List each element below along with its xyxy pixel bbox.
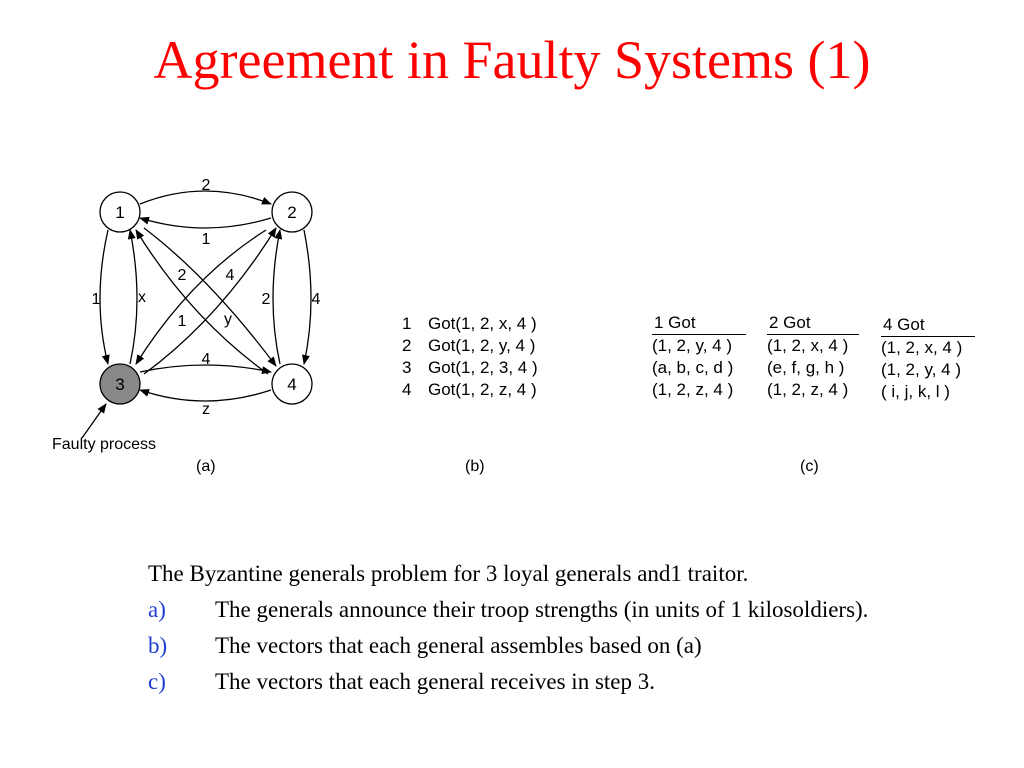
edge-1-to-4	[143, 227, 277, 367]
caption-c: (c)	[800, 458, 819, 475]
faulty-process-label: Faulty process	[52, 436, 157, 453]
edge-label-cross-4: 4	[226, 267, 235, 284]
edge-label-bottom-4: 4	[202, 351, 211, 368]
column-cell: (1, 2, x, 4 )	[881, 338, 963, 357]
list-marker: c)	[148, 669, 166, 694]
node-1-label: 1	[115, 203, 124, 222]
list-item: c) The vectors that each general receive…	[148, 668, 908, 696]
column-cell: (1, 2, z, 4 )	[652, 380, 734, 399]
edge-4-to-1	[135, 229, 269, 375]
description-lead: The Byzantine generals problem for 3 loy…	[148, 561, 749, 586]
column-cell: (1, 2, z, 4 )	[767, 380, 849, 399]
column-header: 1 Got	[652, 312, 746, 335]
caption-b: (b)	[465, 458, 485, 475]
edge-4-to-3	[139, 389, 272, 402]
row-vector: Got(1, 2, x, 4 )	[428, 314, 537, 333]
column-header: 2 Got	[767, 312, 859, 335]
row-vector: Got(1, 2, z, 4 )	[428, 380, 537, 399]
row-id: 1	[402, 314, 412, 333]
list-marker: b)	[148, 633, 168, 658]
table-c-column-2: 2 Got (1, 2, x, 4 ) (e, f, g, h ) (1, 2,…	[767, 312, 859, 401]
column-cell: (a, b, c, d )	[652, 358, 734, 377]
edge-label-left-1: 1	[92, 291, 101, 308]
list-marker: a)	[148, 597, 166, 622]
table-b-row: 1 Got(1, 2, x, 4 )	[402, 313, 538, 335]
edge-2-to-3	[135, 229, 267, 365]
slide-title: Agreement in Faulty Systems (1)	[153, 30, 871, 90]
table-b-row: 2 Got(1, 2, y, 4 )	[402, 335, 538, 357]
edge-label-bottom-z: z	[202, 401, 210, 418]
edge-4-to-2	[272, 229, 283, 365]
edge-label-top-1: 1	[202, 231, 211, 248]
table-b-row: 3 Got(1, 2, 3, 4 )	[402, 357, 538, 379]
node-2: 2	[271, 191, 313, 233]
row-vector: Got(1, 2, y, 4 )	[428, 336, 536, 355]
node-4-label: 4	[287, 375, 296, 394]
list-item: b) The vectors that each general assembl…	[148, 632, 908, 660]
column-header: 4 Got	[881, 314, 975, 337]
list-text: The vectors that each general assembles …	[215, 633, 702, 658]
edge-3-to-2	[143, 227, 277, 375]
edge-label-cross-y: y	[224, 311, 232, 328]
edge-2-to-4	[302, 229, 312, 365]
column-cell: ( i, j, k, l )	[881, 382, 950, 401]
table-c-column-1: 1 Got (1, 2, y, 4 ) (a, b, c, d ) (1, 2,…	[652, 312, 746, 401]
edge-1-to-2	[139, 190, 272, 205]
edge-3-to-4	[139, 364, 272, 375]
node-3-faulty: 3	[99, 363, 141, 405]
edge-label-right-2: 2	[262, 291, 271, 308]
caption-a: (a)	[196, 458, 216, 475]
description: The Byzantine generals problem for 3 loy…	[148, 560, 908, 704]
edge-label-right-4: 4	[312, 291, 321, 308]
table-b-row: 4 Got(1, 2, z, 4 )	[402, 379, 538, 401]
column-cell: (1, 2, y, 4 )	[652, 336, 732, 355]
node-4: 4	[271, 363, 313, 405]
node-1: 1	[99, 191, 141, 233]
node-3-label: 3	[115, 375, 124, 394]
edge-label-cross-1: 1	[178, 313, 187, 330]
list-text: The generals announce their troop streng…	[215, 597, 869, 622]
row-id: 4	[402, 380, 412, 399]
edge-label-cross-2: 2	[178, 267, 187, 284]
edge-label-left-x: x	[138, 289, 146, 306]
process-graph-diagram: 1 2 3 4 2 1 2 4 1 x 2 4 1 y 4 z	[81, 177, 321, 439]
faulty-pointer-arrow	[81, 403, 107, 439]
table-b: 1 Got(1, 2, x, 4 ) 2 Got(1, 2, y, 4 ) 3 …	[402, 313, 538, 401]
row-id: 2	[402, 336, 412, 355]
edge-2-to-1	[139, 216, 272, 229]
column-cell: (1, 2, y, 4 )	[881, 360, 961, 379]
table-c-column-3: 4 Got (1, 2, x, 4 ) (1, 2, y, 4 ) ( i, j…	[881, 314, 975, 403]
edge-1-to-3	[99, 229, 110, 365]
list-item: a) The generals announce their troop str…	[148, 596, 908, 624]
edge-label-top-2: 2	[202, 177, 211, 194]
column-cell: (1, 2, x, 4 )	[767, 336, 849, 355]
row-vector: Got(1, 2, 3, 4 )	[428, 358, 538, 377]
list-text: The vectors that each general receives i…	[215, 669, 655, 694]
column-cell: (e, f, g, h )	[767, 358, 845, 377]
edge-3-to-1	[127, 229, 138, 365]
node-2-label: 2	[287, 203, 296, 222]
row-id: 3	[402, 358, 412, 377]
